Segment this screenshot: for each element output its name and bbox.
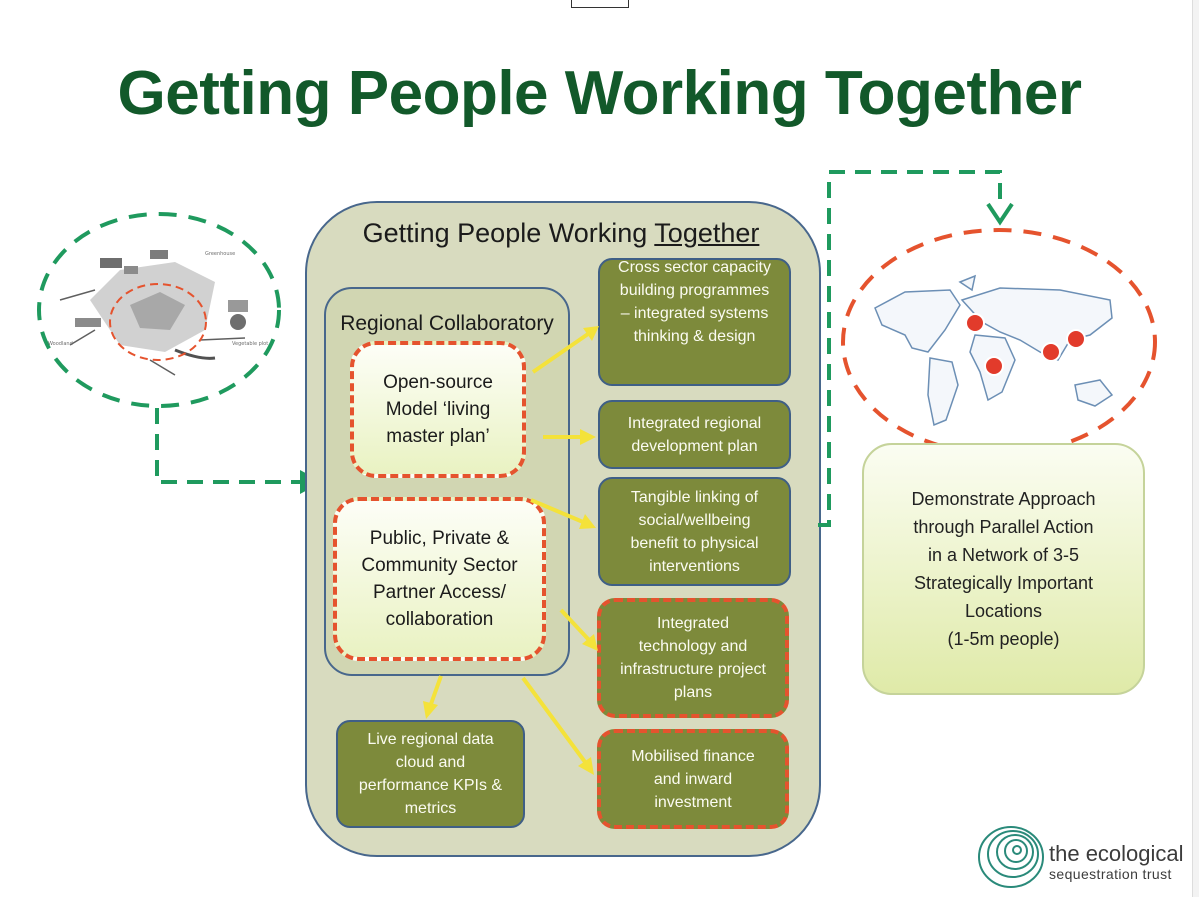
arrowhead-finance <box>578 757 594 775</box>
network-line-1: Demonstrate Approach <box>911 489 1096 509</box>
location-marker-asia <box>1041 342 1061 362</box>
arrowhead-capacity <box>583 326 599 341</box>
living-master-plan-text: Open-source Model ‘living master plan’ <box>383 372 493 447</box>
arrowhead-data-cloud <box>423 701 438 719</box>
location-marker-east-asia <box>1066 329 1086 349</box>
svg-text:Woodland: Woodland <box>48 341 73 347</box>
right-edge-rule <box>1192 0 1199 897</box>
logo-text-line2: sequestration trust <box>1049 866 1172 882</box>
living-master-plan-box: Open-source Model ‘living master plan’ <box>350 341 526 478</box>
arrowhead-social <box>579 514 596 529</box>
core-area-ellipse <box>109 283 207 361</box>
window-tab-handle <box>571 0 629 8</box>
logo-text-line1: the ecological <box>1049 841 1184 866</box>
network-line-3: in a Network of 3-5 <box>927 545 1080 565</box>
partner-access-text: Public, Private & Community Sector Partn… <box>361 528 518 630</box>
output-social-wellbeing-text: Tangible linking of social/wellbeing ben… <box>630 488 759 575</box>
partner-access-box: Public, Private & Community Sector Partn… <box>333 497 546 661</box>
regional-collaboratory-label: Regional Collaboratory <box>340 312 554 335</box>
arrow-to-technology <box>559 608 591 642</box>
output-technology-plans: Integrated technology and infrastructure… <box>597 598 789 718</box>
panel-title-emphasis: Together <box>654 218 760 248</box>
network-description-box: Demonstrate Approach through Parallel Ac… <box>862 443 1145 695</box>
arrowhead-technology <box>582 634 598 651</box>
arrowhead-dev-plan <box>580 429 596 445</box>
ecological-trust-logo-icon <box>978 826 1044 888</box>
arrowhead-world <box>986 202 1014 226</box>
svg-text:Vegetable plot: Vegetable plot <box>232 341 268 347</box>
output-capacity-building-text: Cross sector capacity building programme… <box>618 259 771 345</box>
arrow-to-data-cloud <box>429 675 443 705</box>
output-social-wellbeing: Tangible linking of social/wellbeing ben… <box>598 477 791 586</box>
arrow-to-capacity <box>531 332 590 374</box>
location-marker-africa <box>984 356 1004 376</box>
aerial-map-sketch: Woodland Greenhouse Vegetable plot <box>48 250 268 376</box>
arrow-to-finance <box>521 676 587 764</box>
yellow-arrows <box>423 326 599 775</box>
output-finance-investment-text: Mobilised finance and inward investment <box>631 747 755 811</box>
output-technology-plans-text: Integrated technology and infrastructure… <box>620 615 766 701</box>
network-description-text: Demonstrate Approach through Parallel Ac… <box>911 485 1095 653</box>
output-finance-investment: Mobilised finance and inward investment <box>597 729 789 829</box>
svg-text:Greenhouse: Greenhouse <box>205 251 235 257</box>
panel-title-prefix: Getting People Working <box>362 218 655 248</box>
arrow-to-social <box>530 498 584 524</box>
page-title: Getting People Working Together <box>117 59 1082 128</box>
data-cloud-box: Live regional data cloud and performance… <box>336 720 525 828</box>
network-line-4: Strategically Important <box>913 573 1094 593</box>
network-line-5: Locations <box>964 601 1043 621</box>
network-location-markers <box>965 313 1086 376</box>
output-development-plan-text: Integrated regional development plan <box>627 414 762 455</box>
connector-left-to-panel <box>155 408 300 484</box>
output-capacity-building: Cross sector capacity building programme… <box>598 258 791 386</box>
data-cloud-text: Live regional data cloud and performance… <box>358 731 503 817</box>
output-development-plan: Integrated regional development plan <box>598 400 791 469</box>
connector-panel-to-world <box>818 170 1002 527</box>
location-marker-europe <box>965 313 985 333</box>
panel-title: Getting People Working Together <box>305 218 817 249</box>
network-line-6: (1-5m people) <box>947 629 1060 649</box>
network-line-2: through Parallel Action <box>913 517 1094 537</box>
